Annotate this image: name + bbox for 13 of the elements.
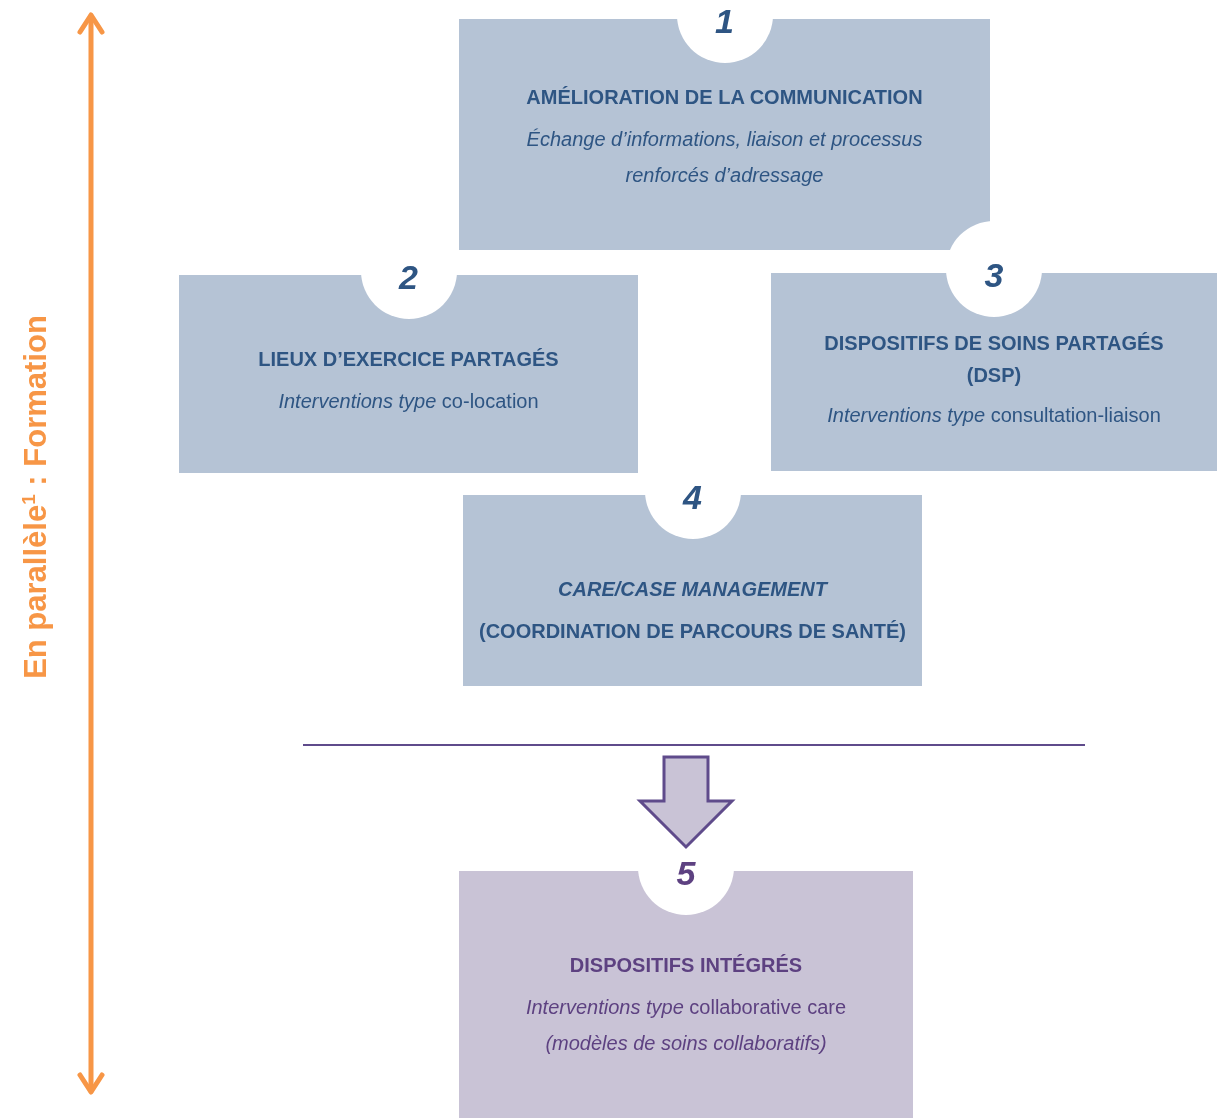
step-heading: LIEUX D’EXERCICE PARTAGÉS [258, 347, 559, 372]
block-arrow [636, 755, 736, 850]
step-heading: CARE/CASE MANAGEMENT [558, 577, 827, 602]
step-description: (COORDINATION DE PARCOURS DE SANTÉ) [478, 619, 906, 644]
step-description: Interventions type consultation-liaison [827, 403, 1161, 428]
step-heading: AMÉLIORATION DE LA COMMUNICATION [526, 85, 923, 110]
step-description: Échange d’informations, liaison et processus renforcés d’adressage [525, 127, 924, 188]
step-description: (modèles de soins collaboratifs) [545, 1031, 827, 1056]
step-description: Interventions type collaborative care [525, 995, 847, 1020]
step-description: Interventions type co-location [278, 389, 539, 414]
step-heading: DISPOSITIFS DE SOINS PARTAGÉS (DSP) [823, 331, 1165, 388]
step-number: 3 [946, 221, 1042, 317]
step-heading: DISPOSITIFS INTÉGRÉS [569, 953, 803, 978]
